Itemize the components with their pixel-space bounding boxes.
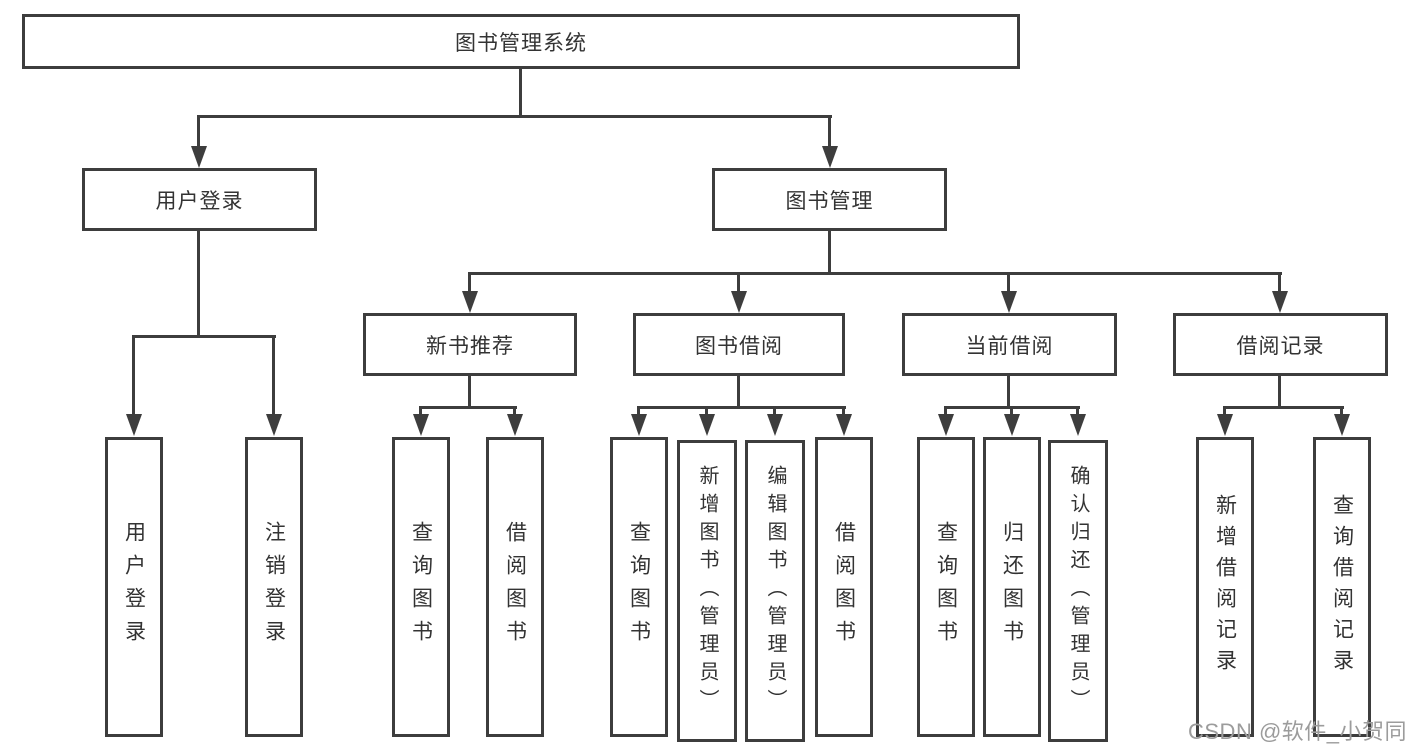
node-book-management: 图书管理 <box>712 168 947 231</box>
arrowhead-leaf-user-login <box>126 414 142 436</box>
connector-book-management-stem <box>828 231 831 275</box>
connector-current-borrow-hline <box>944 406 1080 409</box>
leaf-add-borrow-record-label: 新增借阅记录 <box>1213 494 1237 680</box>
leaf-query-books-borrow-label: 查询图书 <box>627 521 651 653</box>
connector-root-hline <box>197 115 832 118</box>
arrowhead-book-management <box>822 146 838 168</box>
connector-stem-borrow-books-2 <box>842 409 845 414</box>
node-current-borrow-label: 当前借阅 <box>965 334 1054 358</box>
node-current-borrow: 当前借阅 <box>902 313 1117 376</box>
connector-book-borrow-hline <box>637 406 846 409</box>
connector-current-borrow-stem <box>1007 376 1010 409</box>
connector-stem-query-borrow-record <box>1340 409 1343 414</box>
connector-stem-new-book-recommend <box>468 275 471 291</box>
connector-stem-add-books-admin <box>705 409 708 414</box>
arrowhead-add-books-admin <box>699 414 715 436</box>
connector-new-book-recommend-stem <box>468 376 471 409</box>
leaf-query-books-recommend: 查询图书 <box>392 437 450 737</box>
node-borrow-records-label: 借阅记录 <box>1236 334 1325 358</box>
node-root: 图书管理系统 <box>22 14 1020 69</box>
arrowhead-borrow-books-1 <box>507 414 523 436</box>
leaf-query-books-current: 查询图书 <box>917 437 975 737</box>
leaf-add-books-admin-label: 新增图书（管理员） <box>696 465 718 717</box>
arrowhead-query-books-1 <box>413 414 429 436</box>
connector-stem-edit-books-admin <box>773 409 776 414</box>
leaf-confirm-return-admin: 确认归还（管理员） <box>1048 440 1108 742</box>
connector-book-borrow-stem <box>737 375 740 409</box>
arrowhead-confirm-return-admin <box>1070 414 1086 436</box>
connector-new-book-recommend-hline <box>419 406 517 409</box>
arrowhead-new-book-recommend <box>462 291 478 313</box>
leaf-add-borrow-record: 新增借阅记录 <box>1196 437 1254 737</box>
leaf-edit-books-admin: 编辑图书（管理员） <box>745 440 805 742</box>
connector-borrow-records-stem <box>1278 376 1281 409</box>
arrowhead-user-login <box>191 146 207 168</box>
connector-stem-borrow-records <box>1278 275 1281 291</box>
arrowhead-query-books-2 <box>631 414 647 436</box>
connector-stem-book-management <box>828 118 831 147</box>
node-user-login-label: 用户登录 <box>155 189 244 213</box>
leaf-query-borrow-record-label: 查询借阅记录 <box>1330 494 1354 680</box>
leaf-borrow-books-recommend-label: 借阅图书 <box>503 521 527 653</box>
leaf-user-login-label: 用户登录 <box>122 521 146 653</box>
node-user-login: 用户登录 <box>82 168 317 231</box>
connector-root-stem <box>519 69 522 118</box>
node-book-borrow: 图书借阅 <box>633 313 845 376</box>
arrowhead-edit-books-admin <box>767 414 783 436</box>
connector-stem-add-borrow-record <box>1223 409 1226 414</box>
arrowhead-book-borrow <box>731 291 747 313</box>
connector-book-management-hline <box>468 272 1282 275</box>
connector-user-login-stem <box>197 231 200 338</box>
connector-stem-query-books-3 <box>944 409 947 414</box>
connector-stem-book-borrow <box>737 275 740 291</box>
leaf-edit-books-admin-label: 编辑图书（管理员） <box>764 465 786 717</box>
connector-stem-confirm-return-admin <box>1076 409 1079 414</box>
connector-stem-user-login <box>197 118 200 147</box>
node-book-borrow-label: 图书借阅 <box>695 334 783 358</box>
connector-user-login-hline <box>132 335 276 338</box>
arrowhead-borrow-books-2 <box>836 414 852 436</box>
node-borrow-records: 借阅记录 <box>1173 313 1388 376</box>
leaf-query-borrow-record: 查询借阅记录 <box>1313 437 1371 737</box>
leaf-return-books: 归还图书 <box>983 437 1041 737</box>
leaf-query-books-recommend-label: 查询图书 <box>409 521 433 653</box>
leaf-borrow-books-borrow-label: 借阅图书 <box>832 521 856 653</box>
connector-stem-leaf-logout <box>272 338 275 414</box>
arrowhead-borrow-records <box>1272 291 1288 313</box>
connector-stem-borrow-books-1 <box>513 409 516 414</box>
arrowhead-add-borrow-record <box>1217 414 1233 436</box>
node-new-book-recommend: 新书推荐 <box>363 313 577 376</box>
leaf-confirm-return-admin-label: 确认归还（管理员） <box>1067 465 1089 717</box>
connector-stem-leaf-user-login <box>132 338 135 414</box>
node-book-management-label: 图书管理 <box>785 189 874 213</box>
connector-stem-query-books-2 <box>637 409 640 414</box>
connector-stem-current-borrow <box>1007 275 1010 291</box>
arrowhead-return-books <box>1004 414 1020 436</box>
arrowhead-query-books-3 <box>938 414 954 436</box>
arrowhead-leaf-logout <box>266 414 282 436</box>
leaf-logout: 注销登录 <box>245 437 303 737</box>
node-new-book-recommend-label: 新书推荐 <box>426 334 514 358</box>
arrowhead-query-borrow-record <box>1334 414 1350 436</box>
connector-stem-return-books <box>1010 409 1013 414</box>
arrowhead-current-borrow <box>1001 291 1017 313</box>
leaf-add-books-admin: 新增图书（管理员） <box>677 440 737 742</box>
connector-stem-query-books-1 <box>419 409 422 414</box>
leaf-logout-label: 注销登录 <box>262 521 286 653</box>
leaf-borrow-books-recommend: 借阅图书 <box>486 437 544 737</box>
leaf-user-login: 用户登录 <box>105 437 163 737</box>
leaf-return-books-label: 归还图书 <box>1000 521 1024 653</box>
watermark: CSDN @软件_小贺同学 <box>1188 719 1405 744</box>
connector-borrow-records-hline <box>1223 406 1344 409</box>
leaf-borrow-books-borrow: 借阅图书 <box>815 437 873 737</box>
leaf-query-books-current-label: 查询图书 <box>934 521 958 653</box>
node-root-label: 图书管理系统 <box>455 31 587 55</box>
leaf-query-books-borrow: 查询图书 <box>610 437 668 737</box>
